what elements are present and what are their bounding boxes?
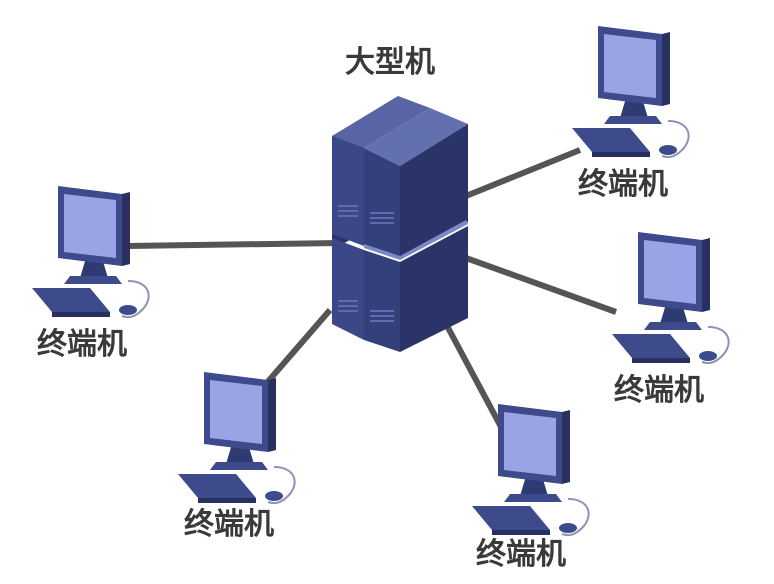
terminal-lower-left-computer-icon	[177, 371, 296, 505]
terminal-lower-right-label: 终端机	[476, 537, 566, 572]
terminal-upper-right-label: 终端机	[578, 167, 668, 202]
link-right	[464, 255, 618, 315]
terminal-right-label: 终端机	[614, 373, 704, 408]
link-left	[124, 240, 341, 249]
mainframe-server-icon	[332, 96, 468, 352]
terminal-left-label: 终端机	[37, 327, 127, 362]
terminal-lower-left-label: 终端机	[184, 507, 274, 542]
terminal-lower-right-computer-icon	[471, 403, 590, 537]
terminal-right-computer-icon	[611, 231, 730, 365]
link-lower-right	[442, 320, 511, 442]
mainframe-label: 大型机	[345, 45, 435, 80]
link-upper-right	[464, 147, 582, 199]
terminal-upper-right-computer-icon	[571, 25, 690, 159]
terminal-left-computer-icon	[31, 185, 150, 319]
